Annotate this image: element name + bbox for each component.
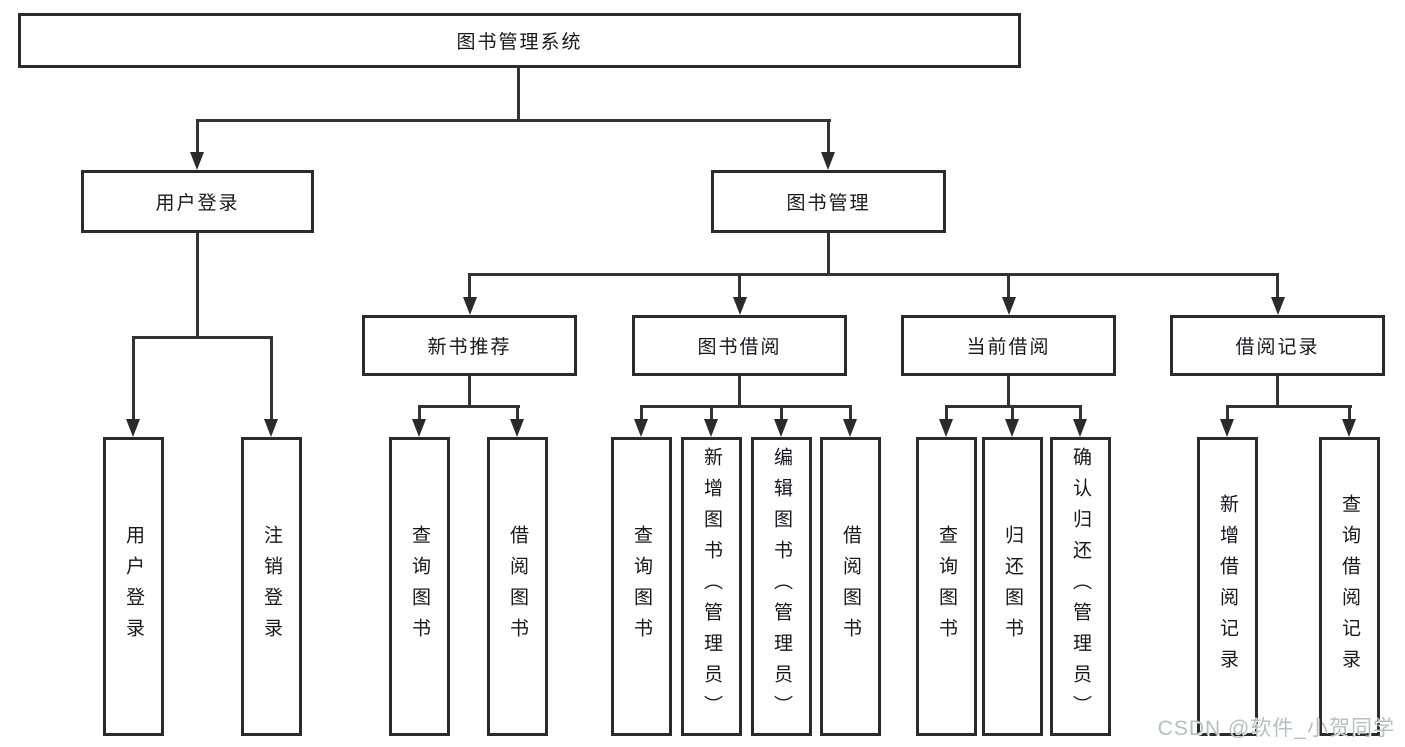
node-label: 查询图书	[936, 524, 957, 649]
arrow-down-icon	[821, 152, 835, 170]
node-logout: 注销登录	[241, 437, 302, 736]
connector-line	[1079, 405, 1082, 420]
connector-line	[738, 376, 741, 407]
node-label: 新书推荐	[427, 337, 512, 358]
arrow-down-icon	[126, 419, 140, 437]
connector-line	[132, 336, 135, 420]
node-borrow-books-recommend: 借阅图书	[487, 437, 548, 736]
node-label: 编辑图书（管理员）	[771, 447, 792, 726]
connector-line	[196, 233, 199, 337]
connector-line	[827, 233, 830, 274]
connector-line	[196, 119, 199, 154]
node-library-system: 图书管理系统	[18, 13, 1021, 68]
connector-line	[1007, 273, 1010, 298]
connector-line	[849, 405, 852, 420]
connector-line	[1276, 376, 1279, 407]
connector-line	[738, 273, 741, 298]
node-user-login-action: 用户登录	[103, 437, 164, 736]
node-label: 查询借阅记录	[1339, 493, 1360, 680]
connector-line	[1007, 376, 1010, 407]
node-user-login: 用户登录	[81, 170, 314, 233]
node-edit-book-admin: 编辑图书（管理员）	[751, 437, 812, 736]
arrow-down-icon	[939, 419, 953, 437]
arrow-down-icon	[704, 419, 718, 437]
connector-line	[196, 119, 831, 122]
connector-line	[640, 405, 852, 408]
node-query-books-current: 查询图书	[916, 437, 977, 736]
node-add-book-admin: 新增图书（管理员）	[681, 437, 742, 736]
arrow-down-icon	[463, 297, 477, 315]
node-new-book-recommend: 新书推荐	[362, 315, 577, 376]
node-label: 注销登录	[261, 524, 282, 649]
node-label: 查询图书	[409, 524, 430, 649]
connector-line	[640, 405, 643, 420]
connector-line	[468, 376, 471, 407]
node-query-books-borrowing: 查询图书	[611, 437, 672, 736]
arrow-down-icon	[634, 419, 648, 437]
arrow-down-icon	[510, 419, 524, 437]
arrow-down-icon	[774, 419, 788, 437]
arrow-down-icon	[733, 297, 747, 315]
connector-line	[1348, 405, 1351, 420]
node-label: 新增借阅记录	[1217, 493, 1238, 680]
node-borrow-books-borrowing: 借阅图书	[820, 437, 881, 736]
node-book-management: 图书管理	[711, 170, 946, 233]
connector-line	[132, 336, 273, 339]
connector-line	[827, 119, 830, 154]
node-query-borrow-record: 查询借阅记录	[1319, 437, 1380, 736]
node-label: 借阅图书	[840, 524, 861, 649]
connector-line	[270, 336, 273, 420]
arrow-down-icon	[843, 419, 857, 437]
node-label: 查询图书	[631, 524, 652, 649]
node-current-borrowing: 当前借阅	[901, 315, 1116, 376]
connector-line	[710, 405, 713, 420]
node-confirm-return-admin: 确认归还（管理员）	[1050, 437, 1111, 736]
arrow-down-icon	[1073, 419, 1087, 437]
arrow-down-icon	[412, 419, 426, 437]
node-book-borrowing: 图书借阅	[632, 315, 847, 376]
arrow-down-icon	[1220, 419, 1234, 437]
connector-line	[1226, 405, 1229, 420]
connector-line	[517, 68, 520, 120]
connector-line	[1011, 405, 1014, 420]
node-label: 图书借阅	[697, 337, 782, 358]
node-label: 图书管理系统	[456, 32, 583, 53]
arrow-down-icon	[1271, 297, 1285, 315]
connector-line	[945, 405, 948, 420]
connector-line	[780, 405, 783, 420]
node-query-books-recommend: 查询图书	[389, 437, 450, 736]
node-add-borrow-record: 新增借阅记录	[1197, 437, 1258, 736]
arrow-down-icon	[190, 152, 204, 170]
node-label: 当前借阅	[966, 337, 1051, 358]
connector-line	[1226, 405, 1352, 408]
node-label: 图书管理	[786, 193, 871, 214]
node-return-books: 归还图书	[982, 437, 1043, 736]
node-borrow-records: 借阅记录	[1170, 315, 1385, 376]
connector-line	[418, 405, 520, 408]
connector-line	[468, 273, 471, 298]
arrow-down-icon	[1005, 419, 1019, 437]
node-label: 用户登录	[123, 524, 144, 649]
arrow-down-icon	[264, 419, 278, 437]
node-label: 借阅图书	[507, 524, 528, 649]
node-label: 确认归还（管理员）	[1070, 447, 1091, 726]
node-label: 借阅记录	[1235, 337, 1320, 358]
connector-line	[418, 405, 421, 420]
connector-line	[468, 273, 1279, 276]
connector-line	[1276, 273, 1279, 298]
csdn-watermark: CSDN @软件_小贺同学	[1157, 717, 1395, 740]
connector-line	[516, 405, 519, 420]
node-label: 用户登录	[155, 193, 240, 214]
node-label: 归还图书	[1002, 524, 1023, 649]
arrow-down-icon	[1342, 419, 1356, 437]
node-label: 新增图书（管理员）	[701, 447, 722, 726]
arrow-down-icon	[1002, 297, 1016, 315]
